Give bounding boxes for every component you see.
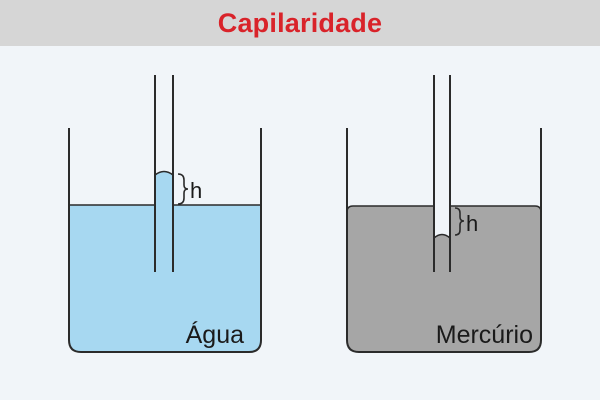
water-meniscus: [154, 170, 174, 176]
mercury-liquid-label: Mercúrio: [436, 321, 533, 349]
water-liquid: [69, 205, 261, 352]
water-height-label: h: [190, 178, 202, 203]
water-tube-column: [155, 171, 173, 205]
water-height-brace: [177, 173, 189, 205]
mercury-surface-line: [346, 205, 434, 213]
mercury-surface-line-right: [450, 205, 542, 213]
mercury-height-brace: [454, 207, 465, 236]
page-title: Capilaridade: [217, 7, 383, 38]
mercury-meniscus: [433, 233, 451, 239]
water-beaker: h Água: [68, 75, 262, 353]
mercury-beaker-outline: [346, 128, 542, 353]
mercury-liquid: [347, 206, 541, 352]
mercury-tube-column: [434, 234, 450, 272]
mercury-height-label: h: [466, 211, 478, 236]
water-beaker-outline: [68, 128, 262, 353]
mercury-tube-gap: [434, 206, 450, 236]
title-bar: Capilaridade: [0, 0, 600, 46]
mercury-beaker: h Mercúrio: [346, 75, 542, 353]
water-liquid-label: Água: [186, 320, 244, 349]
